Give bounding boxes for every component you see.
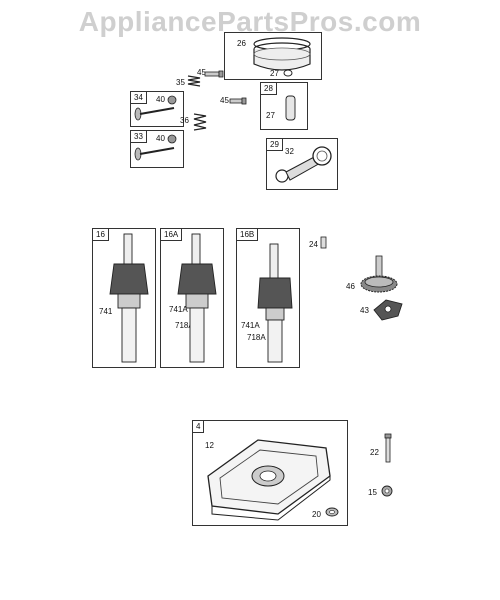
valve-34-keeper-label: 40 <box>156 95 165 104</box>
part-45b-image <box>229 97 247 105</box>
crank-16b-label-1: 741A <box>241 321 260 330</box>
pin-clip-label: 27 <box>266 111 275 120</box>
sump-box-4-tag: 4 <box>193 421 205 433</box>
crank-box-16a-tag: 16A <box>161 229 183 241</box>
part-43-label: 43 <box>360 306 369 315</box>
gear-46-image <box>360 255 398 293</box>
key-24-image <box>320 236 327 249</box>
part-45a-label: 45 <box>197 68 206 77</box>
seal-15-image <box>381 485 393 497</box>
rod-bolt-label: 32 <box>285 147 294 156</box>
part-20-label: 20 <box>312 510 321 519</box>
piston-ring-label: 27 <box>270 69 279 78</box>
valve-box-33-tag: 33 <box>131 131 147 143</box>
spring-36-image <box>193 113 207 131</box>
connecting-rod-image <box>275 146 332 183</box>
part-45b-label: 45 <box>220 96 229 105</box>
washer-20-image <box>325 507 339 517</box>
part-24-label: 24 <box>309 240 318 249</box>
crank-box-16-tag: 16 <box>93 229 109 241</box>
watermark-logo: AppliancePartsPros.com <box>78 6 422 37</box>
crank-16b-label-2: 718A <box>247 333 266 342</box>
part-36-label: 36 <box>180 116 189 125</box>
part-35-label: 35 <box>176 78 185 87</box>
crank-16-label: 741 <box>99 307 113 316</box>
valve-33-keeper-label: 40 <box>156 134 165 143</box>
ring-clip-image <box>283 69 293 77</box>
crank-box-16b-tag: 16B <box>237 229 259 241</box>
valve-34-image <box>134 107 175 121</box>
part-15-label: 15 <box>368 488 377 497</box>
keeper-33-image <box>167 134 177 144</box>
piston-pin-image <box>285 95 296 121</box>
bolt-22-image <box>384 433 392 463</box>
part-22-label: 22 <box>370 448 379 457</box>
sump-label: 12 <box>205 441 214 450</box>
crank-16a-label-2: 718A <box>175 321 194 330</box>
pin-box-28[interactable]: 28 27 <box>260 82 308 130</box>
piston-label: 26 <box>237 39 246 48</box>
crankshaft-16-image <box>109 233 149 363</box>
crankshaft-16b-image <box>257 243 293 363</box>
part-46-label: 46 <box>346 282 355 291</box>
governor-43-image <box>373 299 403 321</box>
piston-rings-image <box>253 37 311 71</box>
valve-box-34-tag: 34 <box>131 92 147 104</box>
engine-sump-image <box>207 439 331 521</box>
keeper-34-image <box>167 95 177 105</box>
valve-33-image <box>134 147 175 161</box>
crankshaft-16a-image <box>177 233 217 363</box>
crank-16a-label-1: 741A <box>169 305 188 314</box>
spring-35-image <box>187 75 201 87</box>
part-45a-image <box>204 70 224 78</box>
rod-box-29-tag: 29 <box>267 139 283 151</box>
pin-box-28-tag: 28 <box>261 83 277 95</box>
